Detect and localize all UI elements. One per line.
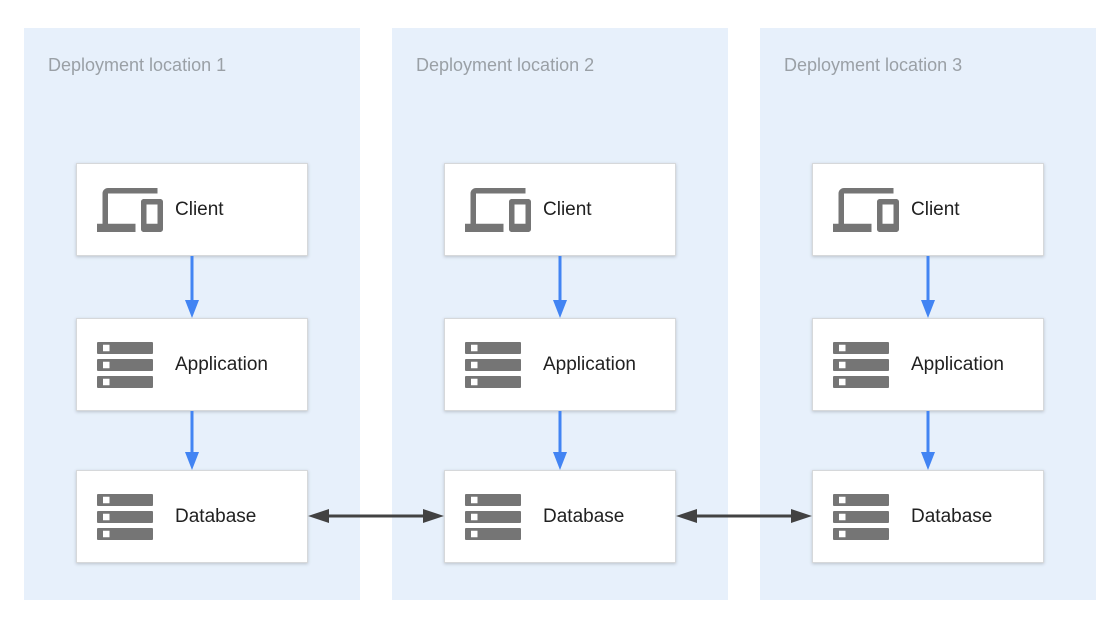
zone-deployment-location-1: Deployment location 1 Client (24, 28, 360, 600)
zone-label: Deployment location 2 (416, 55, 595, 75)
node-label: Database (543, 505, 625, 527)
node-client: Client (812, 163, 1044, 256)
zone-deployment-location-3: Deployment location 3 Client (760, 28, 1096, 600)
zone-label: Deployment location 3 (784, 55, 963, 75)
node-label: Application (543, 353, 636, 375)
node-application: Application (812, 318, 1044, 411)
node-label: Database (175, 505, 257, 527)
node-database: Database (444, 470, 676, 563)
arrow-application-to-database (921, 411, 935, 470)
zone-deployment-location-2: Deployment location 2 Client (392, 28, 728, 600)
node-label: Database (911, 505, 993, 527)
node-client: Client (444, 163, 676, 256)
devices-icon (465, 185, 543, 235)
node-label: Client (543, 198, 592, 220)
server-stack-icon (97, 493, 175, 540)
server-stack-icon (465, 341, 543, 388)
node-client: Client (76, 163, 308, 256)
arrow-client-to-application (921, 256, 935, 318)
arrow-client-to-application (553, 256, 567, 318)
server-stack-icon (465, 493, 543, 540)
node-database: Database (812, 470, 1044, 563)
node-label: Application (911, 353, 1004, 375)
node-label: Client (175, 198, 224, 220)
server-stack-icon (833, 341, 911, 388)
node-application: Application (444, 318, 676, 411)
devices-icon (833, 185, 911, 235)
zone-label: Deployment location 1 (48, 55, 227, 75)
arrow-application-to-database (553, 411, 567, 470)
node-label: Client (911, 198, 960, 220)
double-arrow-database1-database2 (308, 509, 444, 523)
node-database: Database (76, 470, 308, 563)
double-arrow-database2-database3 (676, 509, 812, 523)
arrow-client-to-application (185, 256, 199, 318)
server-stack-icon (97, 341, 175, 388)
node-application: Application (76, 318, 308, 411)
server-stack-icon (833, 493, 911, 540)
devices-icon (97, 185, 175, 235)
node-label: Application (175, 353, 268, 375)
arrow-application-to-database (185, 411, 199, 470)
